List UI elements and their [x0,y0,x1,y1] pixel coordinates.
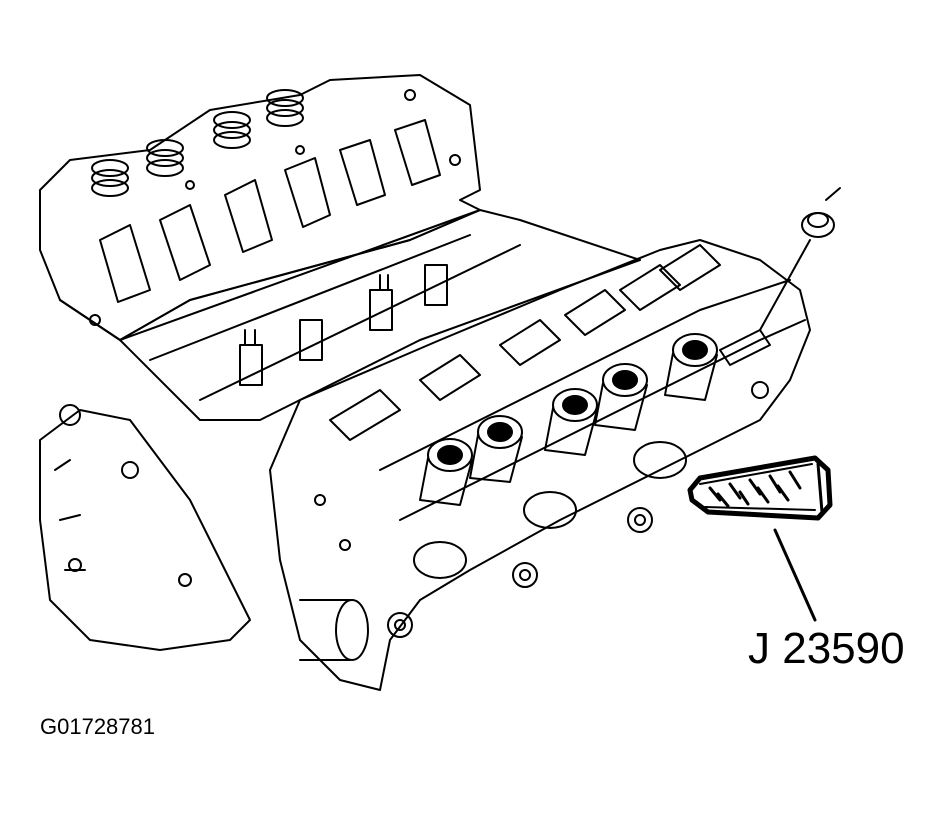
flywheel-housing [39,404,251,651]
rocker-arms [329,244,721,441]
figure-id: G01728781 [40,714,155,739]
spark-plug-boots [419,333,718,506]
exhaust-ports [413,441,687,579]
ignition-wire [719,187,841,366]
rear-valve-springs [91,89,304,197]
rear-cylinder-head [39,74,481,341]
tool-label: J 23590 [748,624,905,673]
lifter-valley [119,209,641,421]
head-bolts [314,381,769,638]
tool-j23590-socket [687,455,833,521]
tool-leader-line [773,528,817,622]
front-cylinder-head [269,239,811,691]
